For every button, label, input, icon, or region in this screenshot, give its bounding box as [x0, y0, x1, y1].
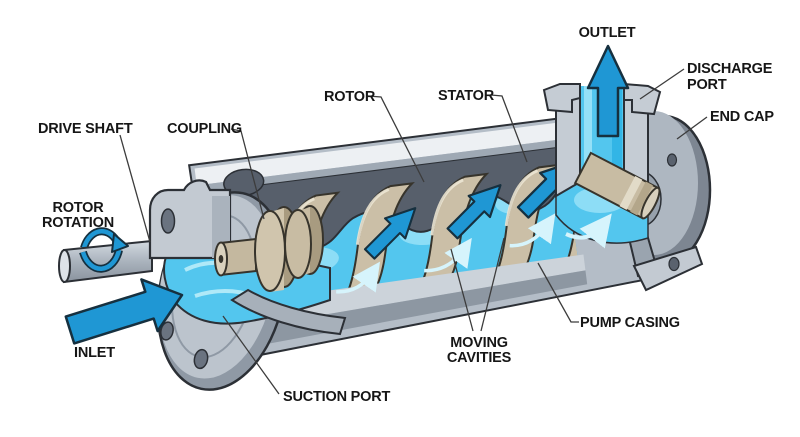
labels: DRIVE SHAFT COUPLING ROTOR STATOR OUTLET…	[38, 25, 775, 405]
label-coupling: COUPLING	[167, 121, 242, 137]
casing-top-cut	[194, 121, 567, 186]
discharge-flange-left	[542, 83, 581, 114]
suction-port-lip	[230, 288, 347, 336]
swirl-arrow	[336, 261, 381, 294]
label-discharge-port-line1: DISCHARGE	[687, 61, 773, 77]
flange-bolt-hole	[193, 348, 209, 370]
label-rotor-rotation-line1: ROTOR	[52, 200, 104, 216]
flow-arrow	[446, 184, 502, 240]
support-bracket	[148, 179, 232, 260]
label-rotor-rotation-line2: ROTATION	[42, 215, 114, 231]
label-pump-casing: PUMP CASING	[580, 315, 680, 331]
rotor-lobe	[551, 154, 581, 286]
leader-suction-port	[222, 315, 280, 395]
leader-moving-cavities-right	[480, 237, 505, 332]
flange-bolt-hole	[160, 321, 174, 341]
coupling-disc-front	[254, 210, 286, 292]
flow-arrow	[363, 207, 417, 260]
end-assembly	[542, 44, 712, 292]
label-rotor: ROTOR	[324, 89, 376, 105]
leader-pump-casing	[537, 262, 579, 323]
label-moving-cavities-line2: CAVITIES	[447, 350, 512, 366]
casing-bottom-cut	[256, 254, 586, 326]
inlet-arrow	[64, 278, 184, 345]
fluid-streak	[584, 86, 592, 170]
swirl-arrow	[565, 213, 612, 249]
label-moving-cavities-line1: MOVING	[450, 335, 508, 351]
label-stator: STATOR	[438, 88, 495, 104]
leader-coupling	[230, 128, 265, 220]
leader-stator	[490, 94, 528, 163]
coupling-disc2-front	[284, 209, 312, 279]
coupling-hub-hole	[218, 255, 224, 263]
label-end-cap: END CAP	[710, 109, 774, 125]
drive-shaft-end	[58, 249, 71, 283]
label-discharge-port-line2: PORT	[687, 77, 727, 93]
rotation-arrow-back	[81, 229, 118, 249]
rotation-arrow-front	[80, 249, 122, 271]
label-drive-shaft: DRIVE SHAFT	[38, 121, 133, 137]
label-suction-port: SUCTION PORT	[283, 389, 391, 405]
leader-rotor	[367, 95, 425, 183]
suction-assembly	[58, 179, 347, 391]
leader-end-cap	[676, 116, 708, 140]
leader-moving-cavities-left	[450, 248, 474, 332]
label-outlet: OUTLET	[579, 25, 636, 41]
drive-shaft	[63, 239, 153, 284]
casing-top-stripe	[196, 138, 568, 193]
bracket-hole	[160, 208, 176, 234]
label-inlet: INLET	[74, 345, 115, 361]
leader-drive-shaft	[119, 134, 151, 243]
leader-lines	[119, 68, 708, 395]
end-cap-bolt-hole	[666, 153, 678, 167]
rotation-arrow-head	[111, 233, 129, 253]
swirl-arrow	[424, 237, 472, 273]
swirl-arrow	[509, 213, 556, 248]
rotor-end-shaft	[573, 151, 661, 220]
leader-discharge-port	[639, 68, 685, 100]
foot-bolt-hole	[668, 256, 680, 272]
outlet-arrow	[586, 44, 630, 138]
foot-base	[632, 245, 704, 292]
